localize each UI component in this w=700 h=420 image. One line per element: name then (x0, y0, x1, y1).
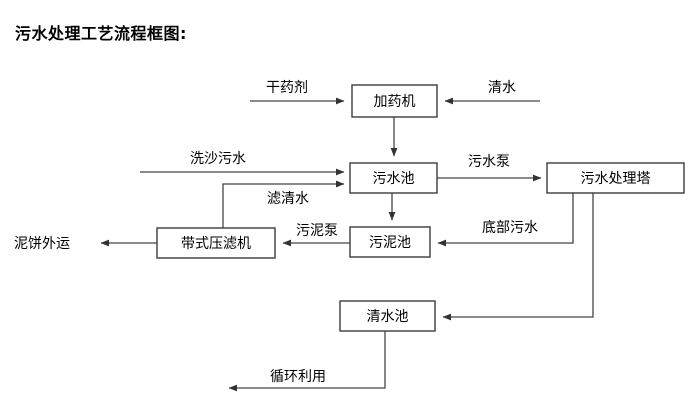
edge-filtered-clear-water: 滤清水 (222, 180, 345, 228)
edge-dry-chemical: 干药剂 (250, 80, 345, 105)
node-label-wastewater-pool: 污水池 (373, 171, 415, 187)
edge-label-mud-cake-out: 泥饼外运 (14, 236, 70, 252)
edge-label-filtered-clear-water: 滤清水 (267, 191, 309, 207)
node-dosing-machine[interactable]: 加药机 (351, 84, 438, 118)
edge-sand-wash-water: 洗沙污水 (140, 151, 345, 176)
edge-tower-to-clean-water-pool (442, 193, 594, 321)
edge-bottom-wastewater: 底部污水 (437, 193, 574, 247)
node-label-clean-water-pool: 清水池 (367, 309, 409, 325)
node-box-dosing-machine (351, 84, 438, 118)
node-label-dosing-machine: 加药机 (374, 94, 416, 110)
node-wastewater-pool[interactable]: 污水池 (349, 162, 438, 194)
edge-mud-cake-out: 泥饼外运 (14, 236, 157, 252)
edge-label-clean-water-in: 清水 (488, 80, 516, 96)
node-box-sludge-pool (349, 226, 431, 258)
node-label-treatment-tower: 污水处理塔 (581, 171, 651, 187)
node-box-belt-filter-press (156, 227, 276, 259)
edge-sludge-pump: 污泥泵 (282, 223, 350, 247)
node-treatment-tower[interactable]: 污水处理塔 (546, 162, 685, 194)
node-box-clean-water-pool (339, 300, 436, 332)
edge-recycle-use: 循环利用 (228, 331, 386, 392)
edge-label-bottom-wastewater: 底部污水 (482, 220, 538, 236)
edge-label-sand-wash-water: 洗沙污水 (190, 151, 246, 167)
node-belt-filter-press[interactable]: 带式压滤机 (156, 227, 276, 259)
node-box-wastewater-pool (349, 162, 438, 194)
node-label-sludge-pool: 污泥池 (369, 235, 411, 251)
edge-label-sludge-pump: 污泥泵 (296, 223, 338, 239)
edge-clean-water-in: 清水 (444, 80, 540, 105)
node-label-belt-filter-press: 带式压滤机 (181, 236, 251, 252)
edge-label-wastewater-pump: 污水泵 (468, 154, 510, 170)
node-box-treatment-tower (546, 162, 685, 194)
edge-label-recycle-use: 循环利用 (270, 369, 326, 385)
edge-label-dry-chemical: 干药剂 (266, 80, 308, 96)
node-clean-water-pool[interactable]: 清水池 (339, 300, 436, 332)
node-sludge-pool[interactable]: 污泥池 (349, 226, 431, 258)
page-title: 污水处理工艺流程框图: (15, 24, 187, 43)
edge-wastewater-pump: 污水泵 (437, 154, 542, 182)
